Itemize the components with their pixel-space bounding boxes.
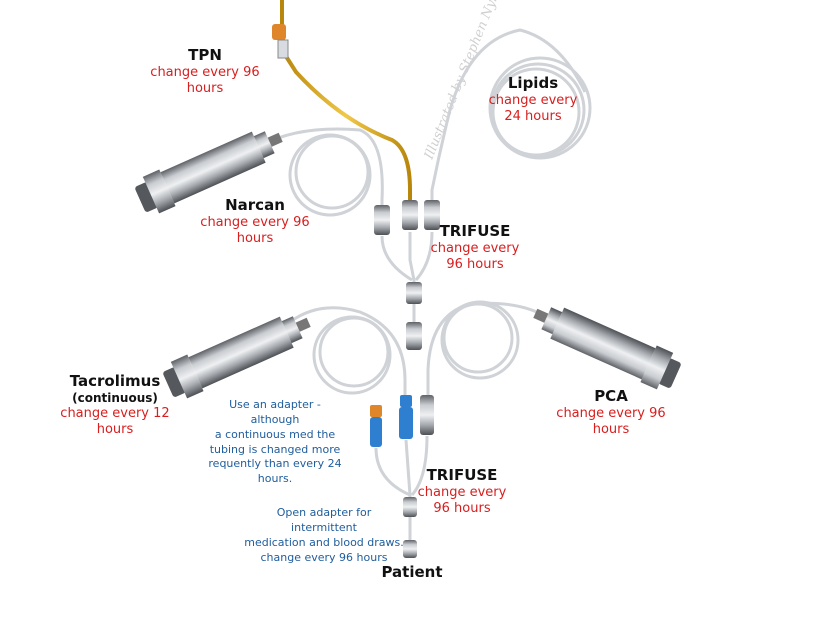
patient-connector — [403, 540, 417, 558]
adapter-note-line4: requently than every 24 — [208, 457, 342, 471]
adapter-note-line5: hours. — [257, 472, 293, 486]
trifuse-bottom-interval-line2: 96 hours — [433, 501, 491, 516]
patient-title: Patient — [381, 563, 443, 581]
pca-syringe — [533, 307, 681, 390]
lipids-tubing — [430, 28, 592, 205]
trifuse-bottom-label: TRIFUSE change every 96 hours — [412, 466, 512, 517]
tacrolimus-tubing — [289, 306, 407, 395]
open-adapter-note-line1: Open adapter for intermittent — [276, 506, 372, 534]
adapter-note-line2: a continuous med the — [214, 427, 336, 441]
narcan-label: Narcan change every 96 hours — [180, 196, 330, 247]
trifuse-bottom-title: TRIFUSE — [426, 466, 498, 484]
narcan-interval: change every 96 hours — [200, 214, 310, 246]
trifuse-top-title: TRIFUSE — [439, 222, 511, 240]
narcan-syringe — [135, 131, 283, 214]
tpn-port — [272, 24, 289, 59]
tacrolimus-syringe — [163, 316, 311, 399]
top-connectors — [374, 200, 440, 235]
bottom-trifuse-hub — [403, 497, 417, 517]
adapter-note-line3: tubing is changed more — [209, 442, 341, 456]
open-adapter-note-line3: change every 96 hours — [260, 550, 388, 564]
pca-tubing — [426, 300, 549, 395]
mid-connector — [406, 322, 422, 350]
narcan-title: Narcan — [225, 196, 285, 214]
top-trifuse-hub — [406, 282, 422, 304]
open-adapter-note: Open adapter for intermittent medication… — [244, 506, 404, 565]
patient-label: Patient — [362, 563, 462, 582]
trifuse-top-label: TRIFUSE change every 96 hours — [425, 222, 525, 273]
lipids-title: Lipids — [507, 74, 559, 92]
tacrolimus-interval: change every 12 hours — [60, 405, 170, 437]
pca-label: PCA change every 96 hours — [536, 387, 686, 438]
pca-interval: change every 96 hours — [556, 405, 666, 437]
tpn-title: TPN — [188, 46, 222, 64]
tacrolimus-label: Tacrolimus (continuous) change every 12 … — [40, 372, 190, 438]
adapter-note-line1: Use an adapter - although — [229, 398, 321, 426]
lipids-interval-line1: change every — [488, 92, 578, 108]
narcan-tubing — [261, 127, 384, 217]
pca-title: PCA — [594, 387, 628, 405]
adapter-note: Use an adapter - although a continuous m… — [205, 398, 345, 487]
tpn-interval: change every 96 hours — [150, 64, 260, 96]
lipids-interval-line2: 24 hours — [504, 109, 562, 124]
trifuse-bottom-interval-line1: change every — [417, 484, 507, 500]
open-adapter-note-line2: medication and blood draws. — [244, 535, 404, 549]
tacrolimus-subtitle: (continuous) — [72, 390, 158, 405]
tpn-label: TPN change every 96 hours — [130, 46, 280, 97]
tpn-line — [280, 0, 412, 205]
bottom-ports — [370, 395, 434, 447]
lipids-label: Lipids change every 24 hours — [483, 74, 583, 125]
tacrolimus-title: Tacrolimus — [69, 372, 161, 390]
trifuse-top-interval-line2: 96 hours — [446, 257, 504, 272]
trifuse-top-interval-line1: change every — [430, 240, 520, 256]
